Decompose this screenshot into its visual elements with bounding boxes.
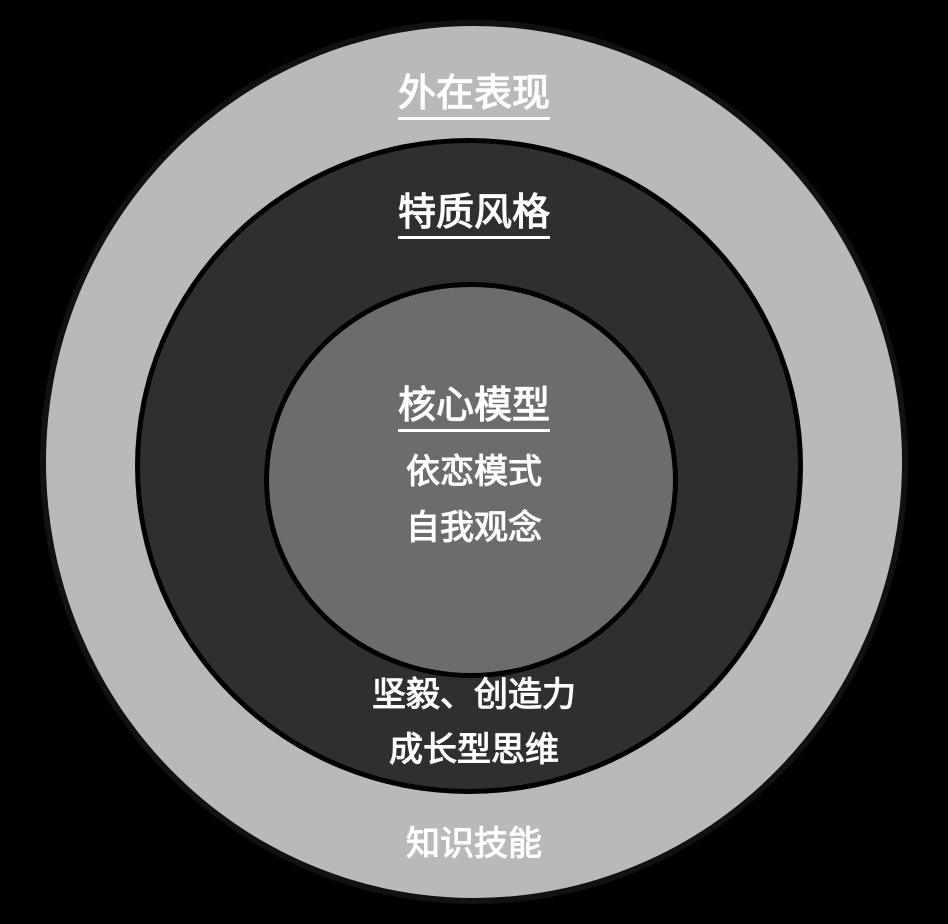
outer-ring-title: 外在表现 (0, 74, 948, 120)
middle-ring-title: 特质风格 (0, 193, 948, 239)
core-item-2: 自我观念 (406, 508, 542, 548)
middle-ring-item-2: 成长型思维 (389, 730, 559, 770)
outer-ring-title-text: 外在表现 (397, 74, 550, 120)
core-circle (264, 282, 678, 678)
core-title: 核心模型 (0, 386, 948, 432)
outer-ring-item: 知识技能 (406, 824, 542, 864)
core-item-1: 依恋模式 (406, 452, 542, 492)
middle-ring-title-text: 特质风格 (397, 193, 550, 239)
core-title-text: 核心模型 (397, 386, 550, 432)
middle-ring-item-1: 坚毅、创造力 (372, 675, 576, 715)
